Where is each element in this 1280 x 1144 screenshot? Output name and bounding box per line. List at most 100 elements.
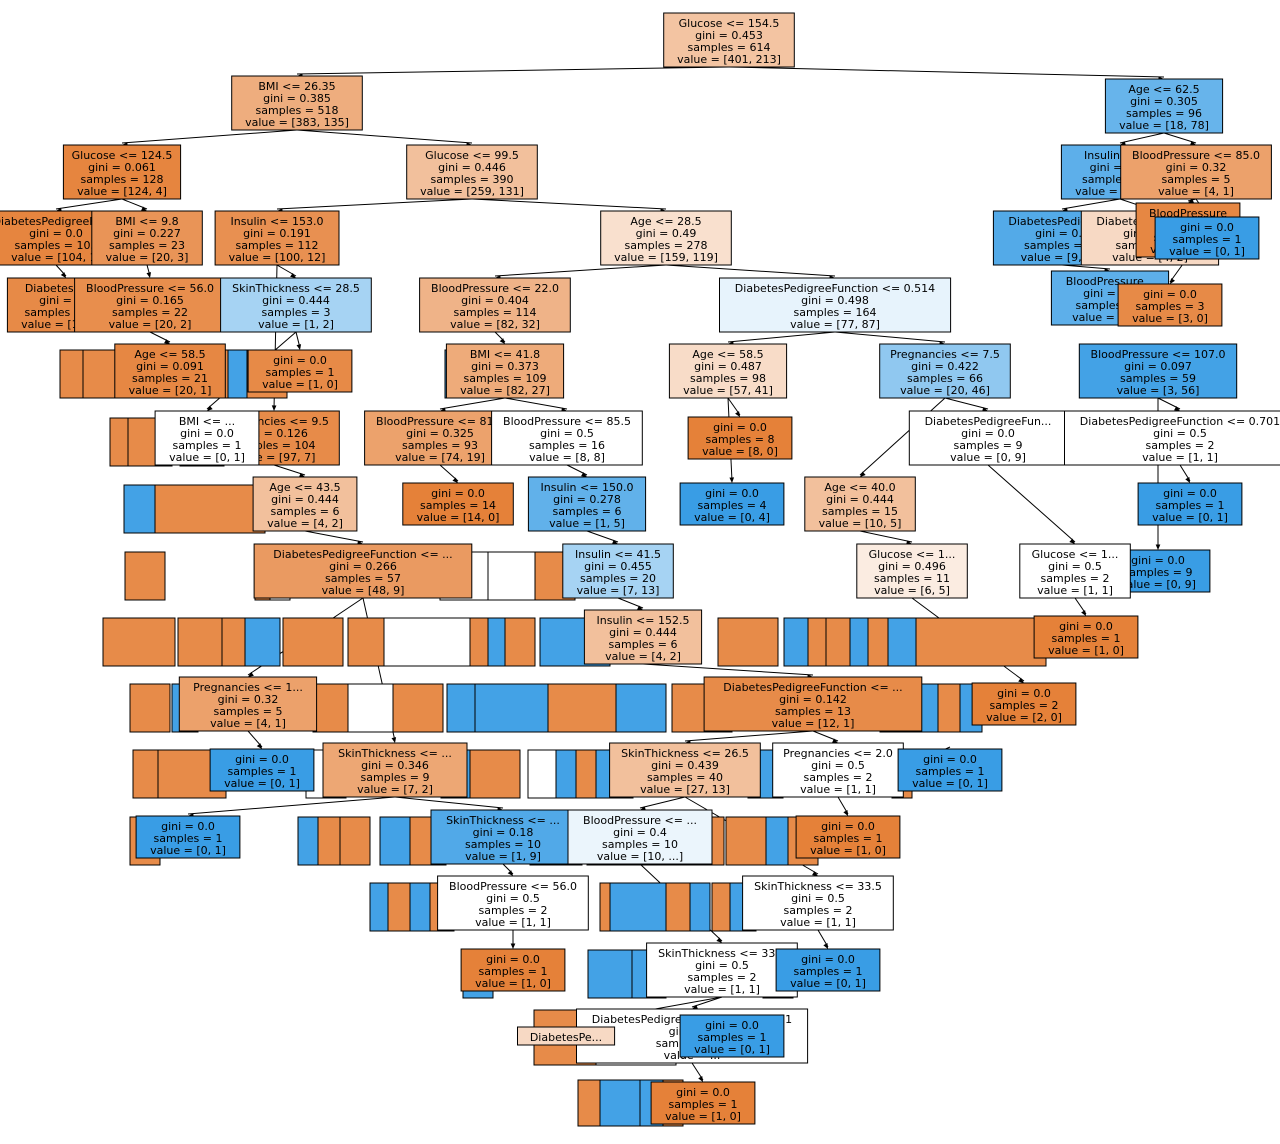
node-text-line: value = [20, 46] <box>900 384 990 397</box>
overlapping-node-box <box>765 816 791 866</box>
edge-arrowhead <box>637 605 643 610</box>
edge-arrowhead <box>832 738 838 743</box>
edge-arrowhead <box>612 539 618 545</box>
edge-arrowhead <box>1185 477 1190 483</box>
node-text-line: samples = 13 <box>775 705 851 718</box>
node-text-line: SkinThickness <= 33.5 <box>658 947 786 960</box>
node-box <box>419 277 571 333</box>
overlapping-node-box <box>575 749 597 799</box>
node-box <box>62 144 182 200</box>
node-text-line: value = [6, 5] <box>874 584 950 597</box>
edge-arrowhead <box>207 405 213 411</box>
overlapping-node-box <box>587 949 639 999</box>
overlapping-node-box <box>409 882 431 932</box>
tree-edge <box>1061 198 1121 210</box>
node-text-line: gini = 0.422 <box>911 360 979 373</box>
node-text-line: samples = 21 <box>132 372 208 385</box>
edge-arrowhead <box>290 272 296 278</box>
node-text-line: gini = 0.404 <box>461 294 529 307</box>
node-text-line: Pregnancies <= 1... <box>193 681 303 694</box>
node-text-line: BloodPressure <= 56.0 <box>86 282 214 295</box>
tree-edge <box>834 331 946 343</box>
node-text-line: gini = 0.496 <box>878 560 946 573</box>
overlapping-node-box <box>102 617 176 667</box>
node-text-line: value = [1, 2] <box>258 318 334 331</box>
node-box <box>583 609 703 665</box>
node-text-line: gini = 0.0 <box>997 687 1051 700</box>
node-text-line: gini = 0.5 <box>695 959 749 972</box>
node-text-line: gini = 0.2 <box>1035 227 1089 240</box>
node-text-line: BMI <= 41.8 <box>470 348 540 361</box>
tree-edge <box>1163 132 1197 144</box>
node-text-line: gini = 0.444 <box>609 626 677 639</box>
node-text-line: gini = 0.0 <box>235 753 289 766</box>
node-text-line: value = [1, 0] <box>810 844 886 857</box>
edge-arrowhead <box>843 810 848 816</box>
overlapping-node-box <box>689 882 711 932</box>
node-text-line: Insulin <= 153.0 <box>231 215 324 228</box>
tree-edge <box>727 331 836 343</box>
node-text-line: gini = 0.266 <box>329 560 397 573</box>
node-box <box>1154 216 1260 260</box>
node-text-line: samples = 2 <box>784 904 853 917</box>
node-text-line: Age <= 43.5 <box>269 481 340 494</box>
node-text-line: BloodPressure <= 22.0 <box>431 282 559 295</box>
node-text-line: Age <= 40.0 <box>824 481 895 494</box>
node-text-line: value = [0, 1] <box>169 451 245 464</box>
node-text-line: value = [7, 13] <box>577 584 660 597</box>
node-box <box>679 482 785 526</box>
edge-arrowhead <box>812 871 818 876</box>
tree-edge <box>987 464 1076 543</box>
edge-arrowhead <box>716 937 722 943</box>
node-text-line: gini = 0.346 <box>361 759 429 772</box>
node-box <box>668 343 788 399</box>
node-text-line: samples = 6 <box>609 638 678 651</box>
edge-arrowhead <box>296 344 302 350</box>
node-text-line: value = [27, 13] <box>640 783 730 796</box>
overlapping-node-box <box>807 617 829 667</box>
node-text-line: value = [0, 1] <box>224 777 300 790</box>
node-text-line: gini = 0.444 <box>262 294 330 307</box>
node-text-line: value = [10, ...] <box>597 850 683 863</box>
node-text-line: SkinThickness <= 28.5 <box>232 282 360 295</box>
node-box <box>406 144 538 200</box>
overlapping-node-box <box>347 683 399 733</box>
node-text-line: value = [0, 9] <box>950 451 1026 464</box>
node-text-line: BloodPressure <= 107.0 <box>1091 348 1226 361</box>
node-text-line: samples = 2 <box>479 904 548 917</box>
node-text-line: samples = 10 <box>602 838 678 851</box>
node-text-line: Glucose <= 99.5 <box>425 149 519 162</box>
node-text-line: value = [1, 0] <box>262 378 338 391</box>
node-text-line: gini = 0.453 <box>695 29 763 42</box>
node-text-line: gini = 0.325 <box>406 427 474 440</box>
edge-arrowhead <box>60 272 66 278</box>
node-text-line: samples = 59 <box>1120 372 1196 385</box>
node-text-line: samples = 278 <box>625 239 708 252</box>
tree-edge <box>691 996 723 1008</box>
node-text-line: samples = 9 <box>954 439 1023 452</box>
overlapping-node-box <box>915 617 1047 667</box>
node-text-line: value = [10, 5] <box>819 517 902 530</box>
edge-arrowhead <box>248 671 254 677</box>
node-text-line: value = [1, 1] <box>684 983 760 996</box>
overlapping-node-box <box>547 683 619 733</box>
node-text-line: gini = 0.444 <box>826 493 894 506</box>
node-box <box>445 343 565 399</box>
node-text-line: samples = 23 <box>109 239 185 252</box>
tree-split-node: DiabetesPedigreeFunction <= ...gini = 0.… <box>253 543 473 599</box>
tree-edge <box>1119 132 1165 144</box>
node-text-line: gini = 0.32 <box>218 693 279 706</box>
node-text-line: Pregnancies <= 2.0 <box>783 747 893 760</box>
